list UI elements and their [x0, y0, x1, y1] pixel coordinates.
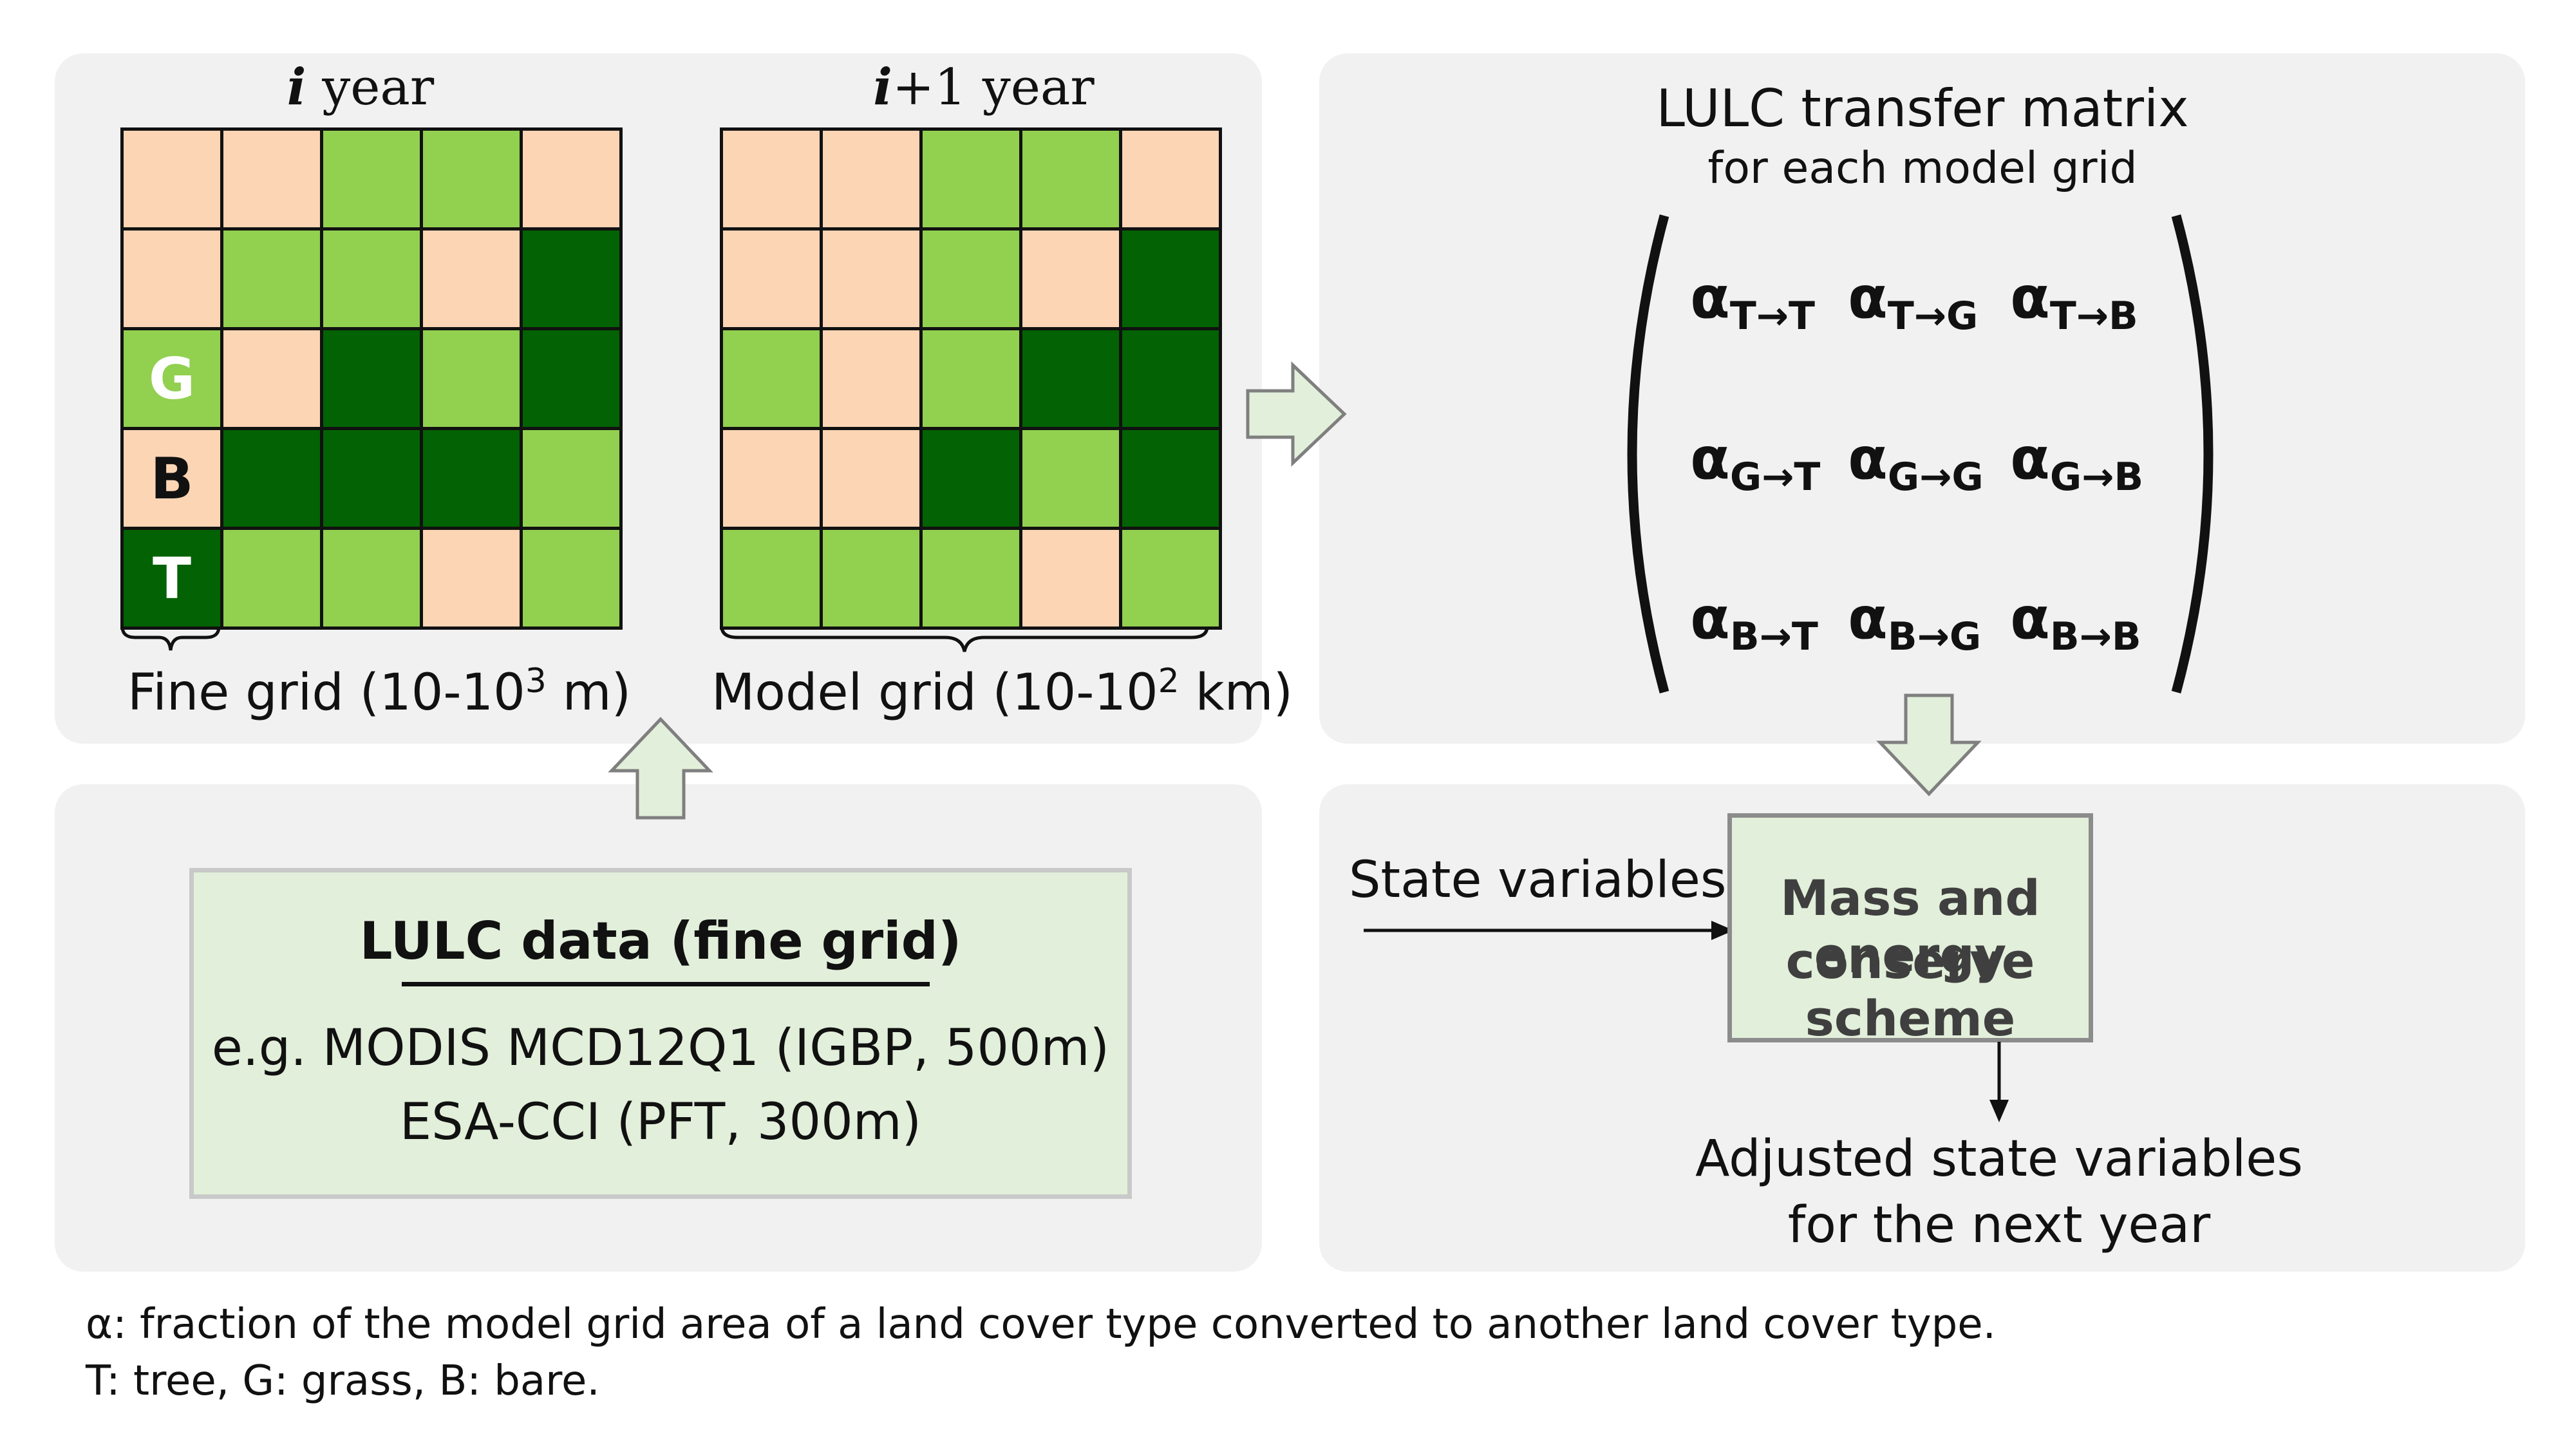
matrix-title: LULC transfer matrix: [1656, 79, 2189, 138]
year-i-cell-bare: [124, 131, 220, 227]
matrix-panel: [1319, 53, 2525, 744]
lulc-title: LULC data (fine grid): [359, 911, 962, 971]
year-i-cell-tree: T: [124, 530, 220, 626]
year-next-cell-grass: [1122, 530, 1219, 626]
year-i-cell-grass: [323, 530, 420, 626]
year-next-cell-bare: [723, 430, 820, 527]
matrix-entry: αB→B: [2010, 585, 2141, 659]
year-i-cell-tree: [523, 330, 619, 427]
year-next-cell-tree: [1122, 330, 1219, 427]
year-i-cell-grass: [223, 530, 320, 626]
year-i-cell-tree: [323, 330, 420, 427]
year-next-cell-tree: [1122, 430, 1219, 527]
year-i-cell-bare: [223, 330, 320, 427]
year-i-cell-bare: [423, 231, 520, 327]
lulc-title-underline: [402, 982, 930, 986]
year-i-cell-grass: [223, 231, 320, 327]
lulc-line2: ESA-CCI (PFT, 300m): [399, 1093, 922, 1151]
state-variables-label: State variables: [1349, 851, 1727, 909]
adjusted-line2: for the next year: [1787, 1196, 2211, 1254]
year-next-cell-grass: [723, 330, 820, 427]
lulc-line1: e.g. MODIS MCD12Q1 (IGBP, 500m): [211, 1019, 1110, 1077]
year-i-cell-grass: [423, 131, 520, 227]
down-arrow-icon: [1876, 693, 1982, 796]
grid-year-next: [720, 127, 1222, 630]
adjusted-line1: Adjusted state variables: [1695, 1130, 2303, 1188]
year-next-cell-bare: [1022, 231, 1119, 327]
scheme-line1: Mass and energy: [1780, 869, 2040, 984]
year-next-cell-tree: [1122, 231, 1219, 327]
year-i-cell-grass: [523, 530, 619, 626]
year-next-title: i+1 year: [873, 58, 1095, 117]
matrix-entry: αT→B: [2010, 264, 2138, 339]
matrix-entry: αG→G: [1848, 425, 1984, 500]
matrix-subtitle: for each model grid: [1707, 143, 2138, 194]
year-next-cell-bare: [823, 330, 919, 427]
year-next-cell-grass: [1022, 131, 1119, 227]
year-next-cell-tree: [1022, 330, 1119, 427]
year-i-cell-bare: [124, 231, 220, 327]
matrix-right-paren: [2171, 214, 2214, 693]
year-next-cell-bare: [823, 231, 919, 327]
state-input-arrow: [1364, 921, 1734, 940]
year-i-cell-bare: [223, 131, 320, 227]
year-i-cell-bare: [423, 530, 520, 626]
year-i-cell-tree: [523, 231, 619, 327]
right-arrow-icon: [1246, 361, 1347, 467]
year-next-cell-grass: [923, 330, 1019, 427]
scheme-line2: conserve scheme: [1785, 932, 2035, 1047]
year-next-cell-grass: [823, 530, 919, 626]
matrix-entry: αG→B: [2010, 425, 2144, 500]
up-arrow-icon: [608, 717, 713, 820]
year-next-cell-grass: [923, 231, 1019, 327]
matrix-entry: αT→T: [1690, 264, 1815, 339]
matrix-entry: αT→G: [1848, 264, 1979, 339]
year-i-cell-bare: B: [124, 430, 220, 527]
year-next-cell-grass: [723, 530, 820, 626]
mass-energy-scheme-box: [1727, 813, 2093, 1042]
matrix-entry: αG→T: [1690, 425, 1821, 500]
year-next-cell-bare: [723, 231, 820, 327]
year-i-cell-tree: [423, 430, 520, 527]
matrix-left-paren: [1627, 214, 1669, 693]
matrix-entry: αB→G: [1848, 585, 1982, 659]
year-next-cell-bare: [823, 430, 919, 527]
year-next-cell-grass: [923, 131, 1019, 227]
year-i-cell-bare: [523, 131, 619, 227]
year-next-cell-bare: [1022, 530, 1119, 626]
year-i-title: i year: [287, 58, 435, 117]
footnote-legend: T: tree, G: grass, B: bare.: [86, 1357, 600, 1405]
year-i-cell-grass: [323, 231, 420, 327]
year-i-cell-grass: [523, 430, 619, 527]
scheme-output-arrow: [1989, 1042, 2009, 1122]
year-next-cell-bare: [823, 131, 919, 227]
year-next-cell-grass: [923, 530, 1019, 626]
year-i-cell-grass: [323, 131, 420, 227]
year-next-cell-bare: [723, 131, 820, 227]
year-i-cell-tree: [323, 430, 420, 527]
year-next-cell-tree: [923, 430, 1019, 527]
footnote-alpha: α: fraction of the model grid area of a …: [86, 1301, 1996, 1348]
model-grid-caption: Model grid (10-102 km): [711, 662, 1293, 722]
year-i-cell-tree: [223, 430, 320, 527]
year-next-cell-grass: [1022, 430, 1119, 527]
matrix-entry: αB→T: [1690, 585, 1818, 659]
year-i-cell-grass: G: [124, 330, 220, 427]
fine-grid-caption: Fine grid (10-103 m): [127, 662, 632, 722]
year-i-cell-grass: [423, 330, 520, 427]
fine-grid-brace: [120, 626, 221, 651]
model-grid-brace: [720, 626, 1209, 652]
lulc-data-box: [189, 868, 1132, 1199]
year-next-cell-bare: [1122, 131, 1219, 227]
